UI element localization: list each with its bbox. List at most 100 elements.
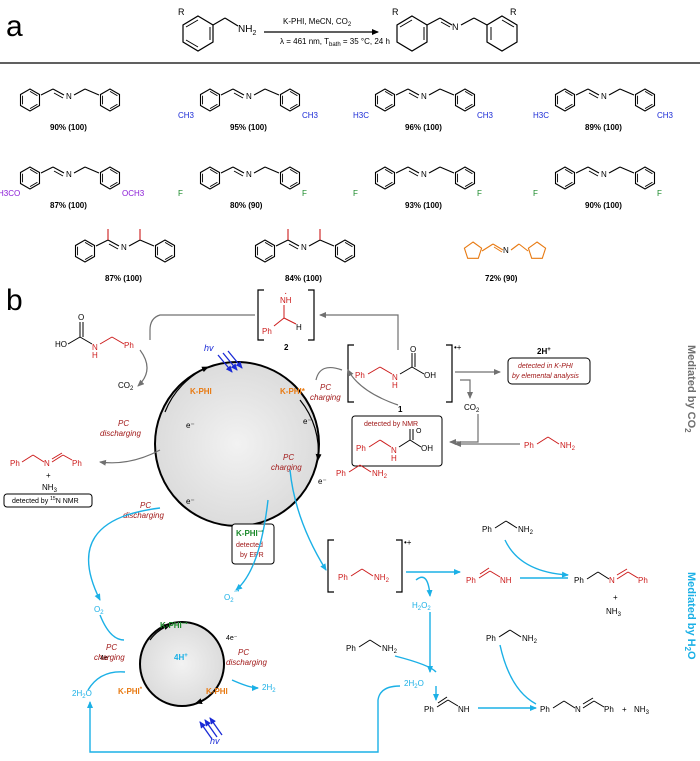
svg-text:by elemental analysis: by elemental analysis	[512, 373, 579, 380]
substituent-left: H3C	[353, 111, 369, 120]
two-h2o-left: 2H2O	[72, 689, 92, 700]
imine-n: N	[66, 92, 72, 101]
kphi-small: K-PHI	[206, 687, 228, 696]
product-yield: 87% (100)	[50, 201, 87, 210]
product-imine-generic: N R R	[392, 7, 518, 52]
pc-charging-label-1: PC	[320, 383, 331, 392]
kphi-label-left: K-PHI	[190, 387, 212, 396]
substituent-right: CH3	[302, 111, 319, 120]
svg-text:NH2: NH2	[372, 469, 388, 480]
arrow-2-to-left	[149, 314, 255, 340]
benzylamine-lower-right: Ph NH2	[486, 629, 538, 645]
imine-n: N	[246, 92, 252, 101]
svg-text:HO: HO	[55, 340, 67, 349]
imine-lower-left: Ph NH	[424, 696, 470, 714]
svg-text:NH2: NH2	[518, 525, 534, 536]
co2-release-arrow	[137, 349, 148, 387]
final-imine-right: Ph N Ph + NH3	[574, 568, 648, 618]
pc-discharging-label-1b: discharging	[100, 429, 141, 438]
svg-text:N: N	[92, 343, 98, 352]
imine-n: N	[66, 170, 72, 179]
svg-text:·: ·	[284, 288, 287, 299]
electron-label-2: e⁻	[186, 497, 195, 506]
substituent-left: H3C	[533, 111, 549, 120]
imine-n: N	[421, 170, 427, 179]
imine-product-left: Ph N Ph + NH3 detected by 15N NMR	[3, 452, 93, 508]
svg-text:Ph: Ph	[482, 525, 492, 534]
substituent-left: H3CO	[0, 189, 20, 198]
svg-text:H: H	[391, 454, 397, 463]
svg-text:NH2: NH2	[374, 573, 390, 584]
svg-text:Ph: Ph	[72, 459, 82, 468]
kphi-star-small: K-PHI*	[118, 687, 143, 696]
benzylamine-mid: Ph NH2	[336, 464, 388, 480]
imine-lower-final: Ph N Ph + NH3	[540, 697, 650, 716]
electron-label-4: e⁻	[318, 477, 327, 486]
r-group-label: R	[178, 7, 185, 17]
product-yield: 90% (100)	[50, 123, 87, 132]
panel-b-letter: b	[6, 284, 23, 317]
light-arrows-bottom	[199, 717, 223, 740]
svg-text:Ph: Ph	[355, 371, 365, 380]
substituent-right: F	[302, 189, 307, 198]
svg-text:Ph: Ph	[336, 469, 346, 478]
svg-text:NH2: NH2	[238, 24, 256, 37]
detected-kphi-box: 2H+ detected in K-PHI by elemental analy…	[507, 347, 591, 385]
svg-text:NH: NH	[280, 296, 292, 305]
arrow-1-to-2	[319, 312, 399, 350]
carbamic-acid-nmr-box: detected by NMR Ph N H O OH	[351, 415, 443, 467]
reagents-bottom: λ = 461 nm, Tbath = 35 °C, 24 h	[280, 37, 390, 48]
four-h-label: 4H+	[174, 653, 188, 662]
product-1: N 90% (100)	[19, 88, 121, 132]
pc-charging-label-1b: charging	[310, 393, 341, 402]
pc-charging-label-2b: charging	[271, 463, 302, 472]
svg-text:Ph: Ph	[540, 705, 550, 714]
product-9: N87% (100)	[74, 229, 176, 283]
imine-n: N	[246, 170, 252, 179]
substituent-left: F	[353, 189, 358, 198]
imine-n-label: N	[452, 22, 459, 32]
substituent-right: F	[477, 189, 482, 198]
svg-text:detected in K-PHI: detected in K-PHI	[518, 363, 573, 370]
svg-text:Ph: Ph	[574, 576, 584, 585]
svg-text:+: +	[613, 593, 618, 602]
electron-label-1: e⁻	[186, 421, 195, 430]
substituent-left: CH3	[178, 111, 195, 120]
pc-discharging-label-2b: discharging	[123, 511, 164, 520]
svg-text:Ph: Ph	[638, 576, 648, 585]
product-yield: 89% (100)	[585, 123, 622, 132]
product-yield: 84% (100)	[285, 274, 322, 283]
svg-text:Ph: Ph	[124, 341, 134, 350]
discharge-to-imine-arrow	[99, 449, 161, 466]
svg-text:NH2: NH2	[522, 634, 538, 645]
svg-text:H: H	[392, 381, 398, 390]
co2-mid: CO2	[464, 403, 480, 414]
reagents-top: K-PHI, MeCN, CO2	[283, 17, 352, 28]
svg-text:H: H	[296, 323, 302, 332]
svg-text:detected: detected	[236, 542, 263, 549]
small-catalytic-cycle	[139, 621, 225, 707]
benzylamine-radical-cation: •+ Ph NH2	[327, 538, 412, 593]
svg-text:•+: •+	[454, 343, 462, 352]
svg-text:by EPR: by EPR	[240, 552, 264, 559]
h2o2-label: H2O2	[412, 601, 431, 612]
benzylamine-top-right: Ph NH2	[482, 520, 534, 536]
carbamic-acid-top-left: HO O N H Ph	[55, 313, 134, 360]
compound-2: NH · Ph H 2	[257, 288, 315, 352]
two-h2o-right: 2H2O	[404, 679, 424, 690]
two-h2-label: 2H2	[262, 683, 276, 694]
imine-n: N	[421, 92, 427, 101]
pc-discharging-small-b: discharging	[226, 658, 267, 667]
svg-text:Ph: Ph	[10, 459, 20, 468]
svg-text:Ph: Ph	[524, 441, 534, 450]
svg-text:NH: NH	[500, 576, 512, 585]
kphi-radical-small: K-PHI−•	[160, 621, 187, 630]
substituent-left: F	[533, 189, 538, 198]
